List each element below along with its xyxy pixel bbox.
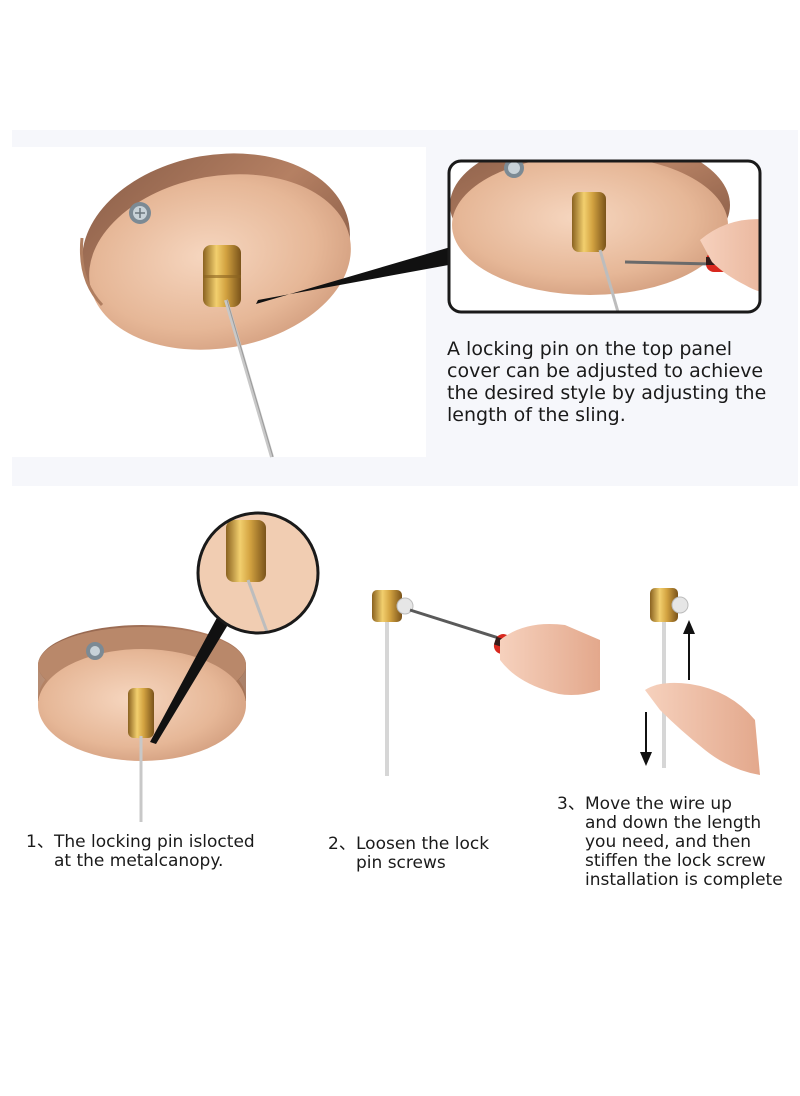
step-number: 2、: [328, 834, 356, 854]
step-text: Move the wire up and down the length you…: [585, 794, 783, 890]
suspension-wire: [224, 299, 274, 458]
inset-frame: [447, 159, 762, 314]
step-number: 1、: [26, 832, 54, 852]
step2-illustration: [372, 590, 600, 776]
adjustment-description: A locking pin on the top panel cover can…: [447, 338, 767, 426]
step3-illustration: [640, 588, 760, 775]
locking-pin-icon: [203, 245, 241, 307]
step-number: 3、: [557, 794, 585, 814]
screw-icon: [86, 642, 104, 660]
arrow-up-icon: [683, 620, 695, 680]
callout-pointer: [256, 246, 454, 304]
callout-pointer: [150, 612, 232, 744]
arrow-down-icon: [640, 712, 652, 766]
hand-icon: [700, 219, 760, 294]
locking-pin-icon: [128, 688, 154, 738]
hand-icon: [500, 624, 600, 695]
hand-icon: [645, 682, 760, 775]
magnifier-circle: [196, 511, 320, 635]
screw-icon: [129, 202, 151, 224]
step-text: Loosen the lock pin screws: [356, 834, 490, 873]
step-text: The locking pin islocted at the metalcan…: [54, 832, 255, 871]
